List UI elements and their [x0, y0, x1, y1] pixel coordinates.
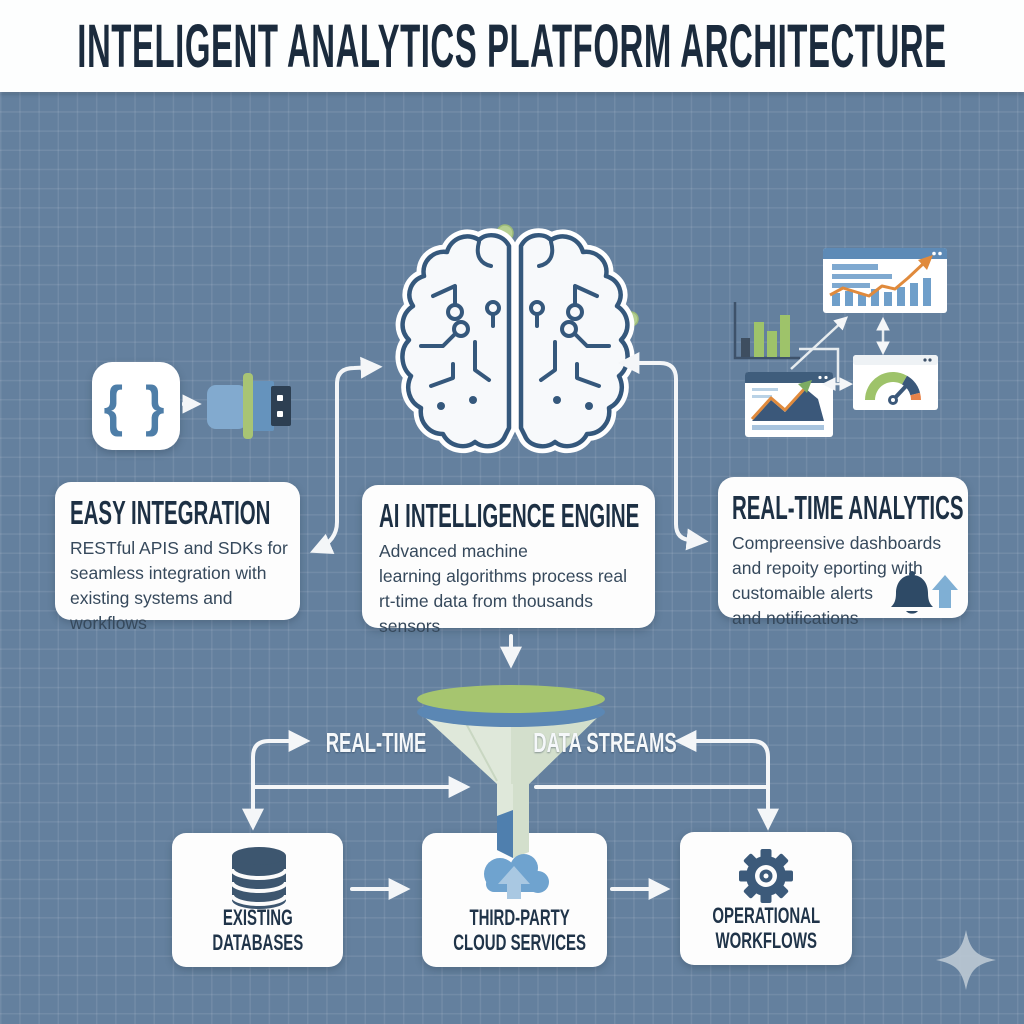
card-ai-engine-body: Advanced machine learning algorithms pro… — [379, 541, 628, 636]
card-ai-engine: AI INTELLIGENCE ENGINE Advanced machine … — [362, 485, 655, 636]
card-easy-integration-title: EASY INTEGRATION — [70, 494, 271, 531]
card-existing-databases-title: EXISTING DATABASES — [212, 905, 303, 955]
card-existing-databases: EXISTING DATABASES — [172, 833, 343, 967]
card-realtime-analytics-title: REAL-TIME ANALYTICS — [732, 489, 964, 526]
header-band: INTELIGENT ANALYTICS PLATFORM ARCHITECTU… — [0, 0, 1024, 92]
card-cloud-services-title: THIRD-PARTY CLOUD SERVICES — [453, 905, 586, 955]
code-braces-glyph: { } — [103, 374, 169, 438]
card-operational-workflows: OPERATIONAL WORKFLOWS — [680, 832, 852, 965]
card-operational-workflows-title: OPERATIONAL WORKFLOWS — [712, 903, 820, 953]
page-title: INTELIGENT ANALYTICS PLATFORM ARCHITECTU… — [77, 12, 947, 80]
card-realtime-analytics-body: Compreensive dashboards and repoity epor… — [732, 533, 942, 628]
code-braces-icon: { } — [92, 362, 180, 450]
card-realtime-analytics: REAL-TIME ANALYTICS Compreensive dashboa… — [718, 477, 968, 628]
card-easy-integration-body: RESTful APIS and SDKs for seamless integ… — [70, 538, 288, 633]
card-easy-integration: EASY INTEGRATION RESTful APIS and SDKs f… — [55, 482, 300, 633]
funnel-label-realtime: REAL-TIME — [325, 727, 427, 758]
card-ai-engine-title: AI INTELLIGENCE ENGINE — [379, 497, 640, 534]
funnel-label-datastreams: DATA STREAMS — [533, 727, 677, 758]
card-cloud-services: THIRD-PARTY CLOUD SERVICES — [422, 833, 607, 967]
